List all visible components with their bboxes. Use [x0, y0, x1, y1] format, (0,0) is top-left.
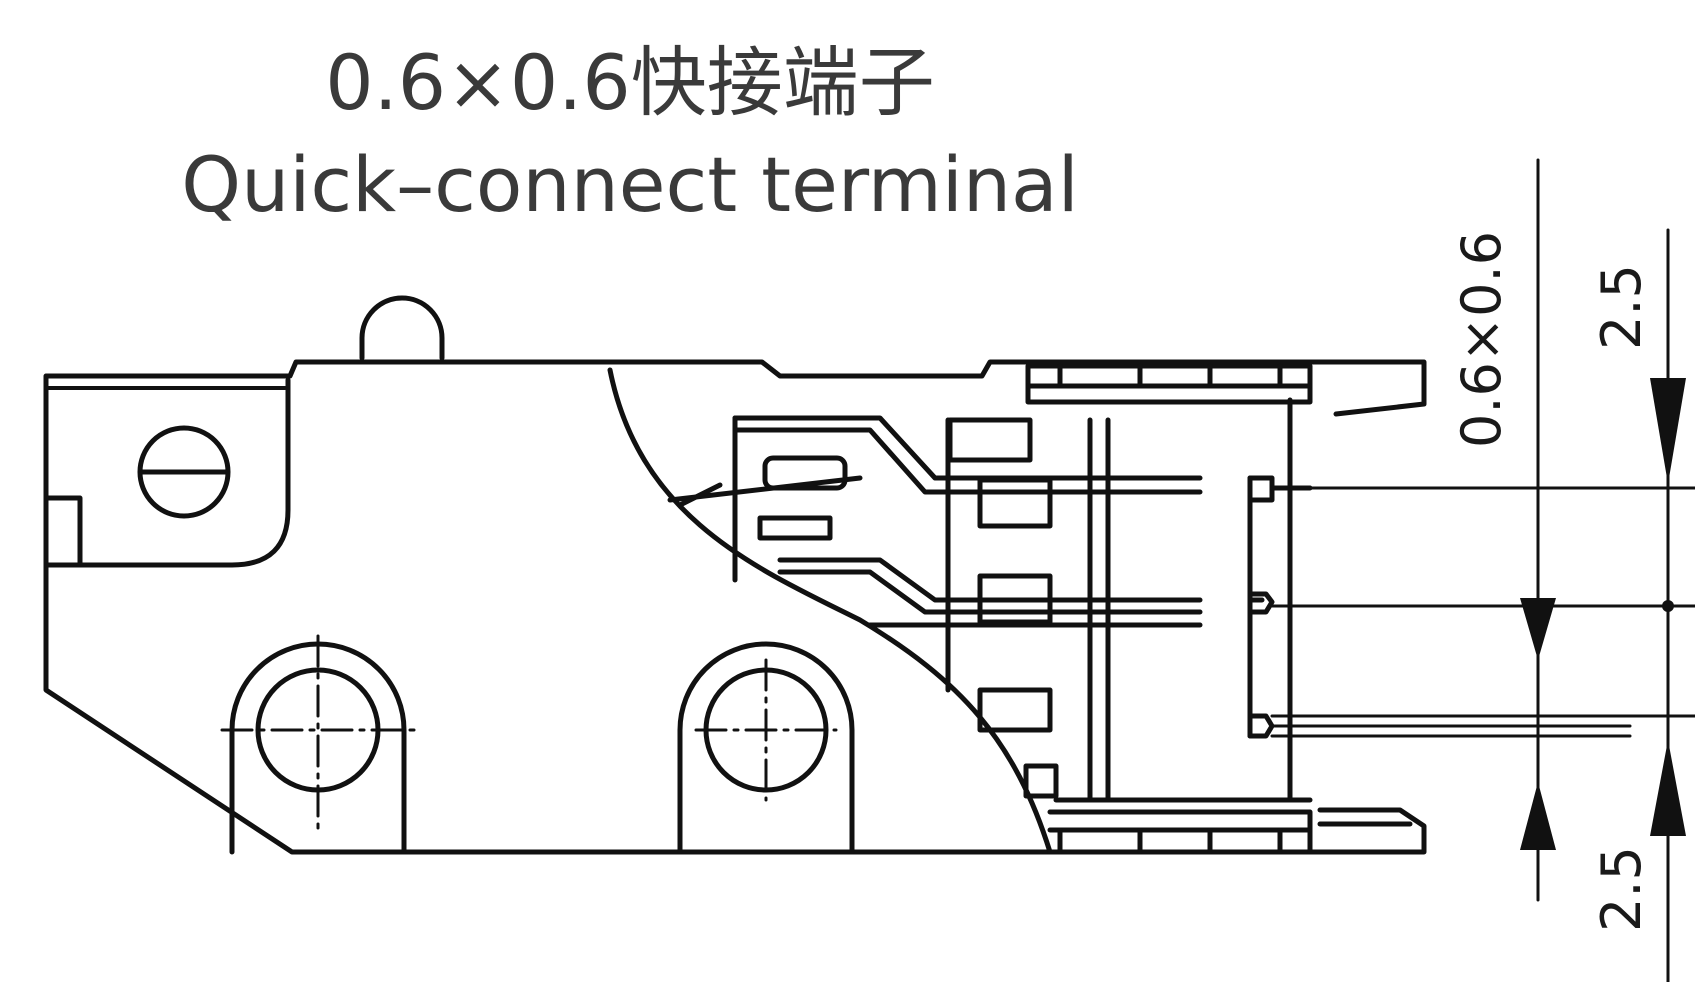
dim-dot	[1662, 600, 1674, 612]
mounting-lug-2	[677, 641, 855, 855]
internal-block-5	[1023, 763, 1059, 799]
contact-blade-upper	[732, 415, 1203, 481]
contact-spring	[762, 455, 848, 491]
left-pocket	[43, 377, 291, 568]
left-notch	[43, 495, 83, 568]
dim-label-pin-size: 0.6×0.6	[1450, 231, 1513, 448]
dim-arrow-pitch-down	[1650, 378, 1686, 484]
contact-lever-tip	[677, 482, 723, 508]
dim-arrow-up-1	[1520, 782, 1556, 850]
dim-arrow-pitch-up	[1650, 740, 1686, 836]
top-terminal-bar	[1025, 363, 1313, 405]
cutaway-curve	[607, 367, 1053, 855]
dim-label-pitch-bottom: 2.5	[1590, 846, 1653, 932]
internal-block-3	[977, 573, 1053, 625]
dim-label-pitch-top: 2.5	[1590, 264, 1653, 350]
internal-block-4	[977, 687, 1053, 733]
actuator-button	[359, 295, 445, 361]
bottom-flange	[1307, 807, 1427, 855]
contact-blade-upper-2	[732, 427, 1203, 495]
internal-block-2	[977, 477, 1053, 529]
contact-blade-mid-2	[777, 569, 1203, 615]
contact-pad	[757, 515, 833, 541]
title-chinese: 0.6×0.6快接端子	[325, 38, 935, 127]
title-english: Quick–connect terminal	[181, 140, 1079, 229]
dim-arrow-down-1	[1520, 598, 1556, 660]
contact-blade-mid	[777, 557, 1203, 603]
